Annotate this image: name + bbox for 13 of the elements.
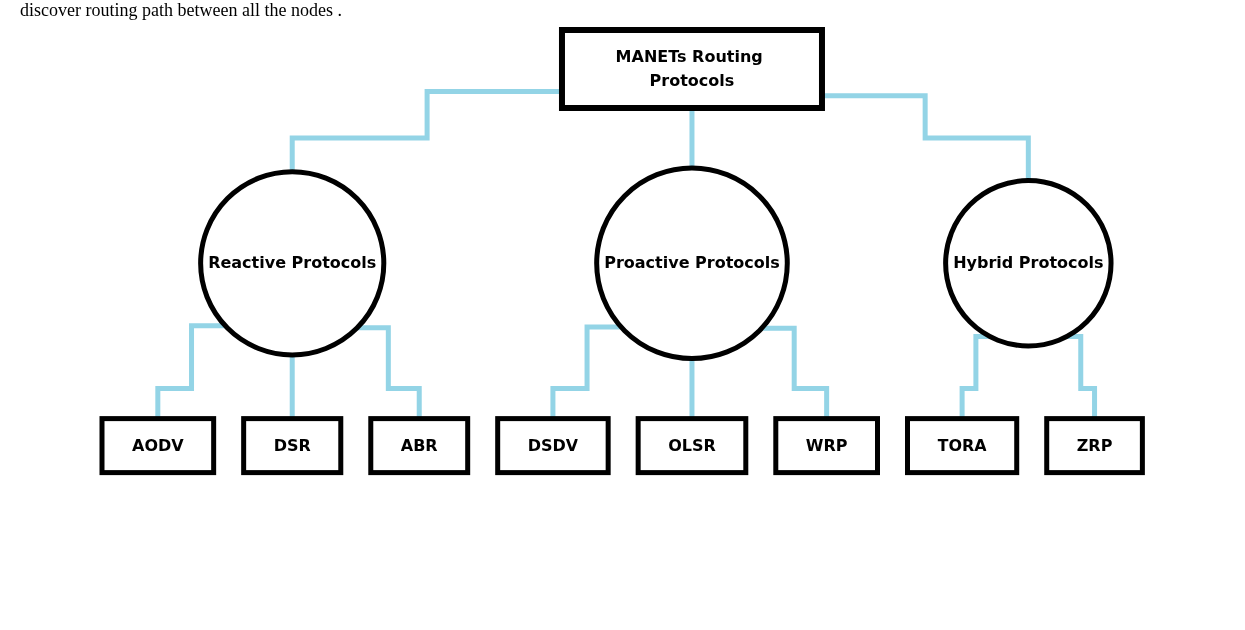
node-box: DSDV	[495, 416, 611, 476]
node-box: AODV	[99, 416, 217, 476]
node-circle: Proactive Protocols	[594, 165, 791, 362]
node-box: ZRP	[1044, 416, 1146, 476]
node-box: TORA	[905, 416, 1020, 476]
node-box: WRP	[773, 416, 881, 476]
node-circle: Hybrid Protocols	[943, 178, 1114, 349]
node-circle: Reactive Protocols	[198, 169, 387, 358]
node-box: ABR	[368, 416, 471, 476]
note-text: discover routing path between all the nodes .	[20, 0, 342, 20]
node-box: MANETs Routing Protocols	[559, 27, 826, 111]
node-box: OLSR	[635, 416, 749, 476]
node-box: DSR	[241, 416, 344, 476]
